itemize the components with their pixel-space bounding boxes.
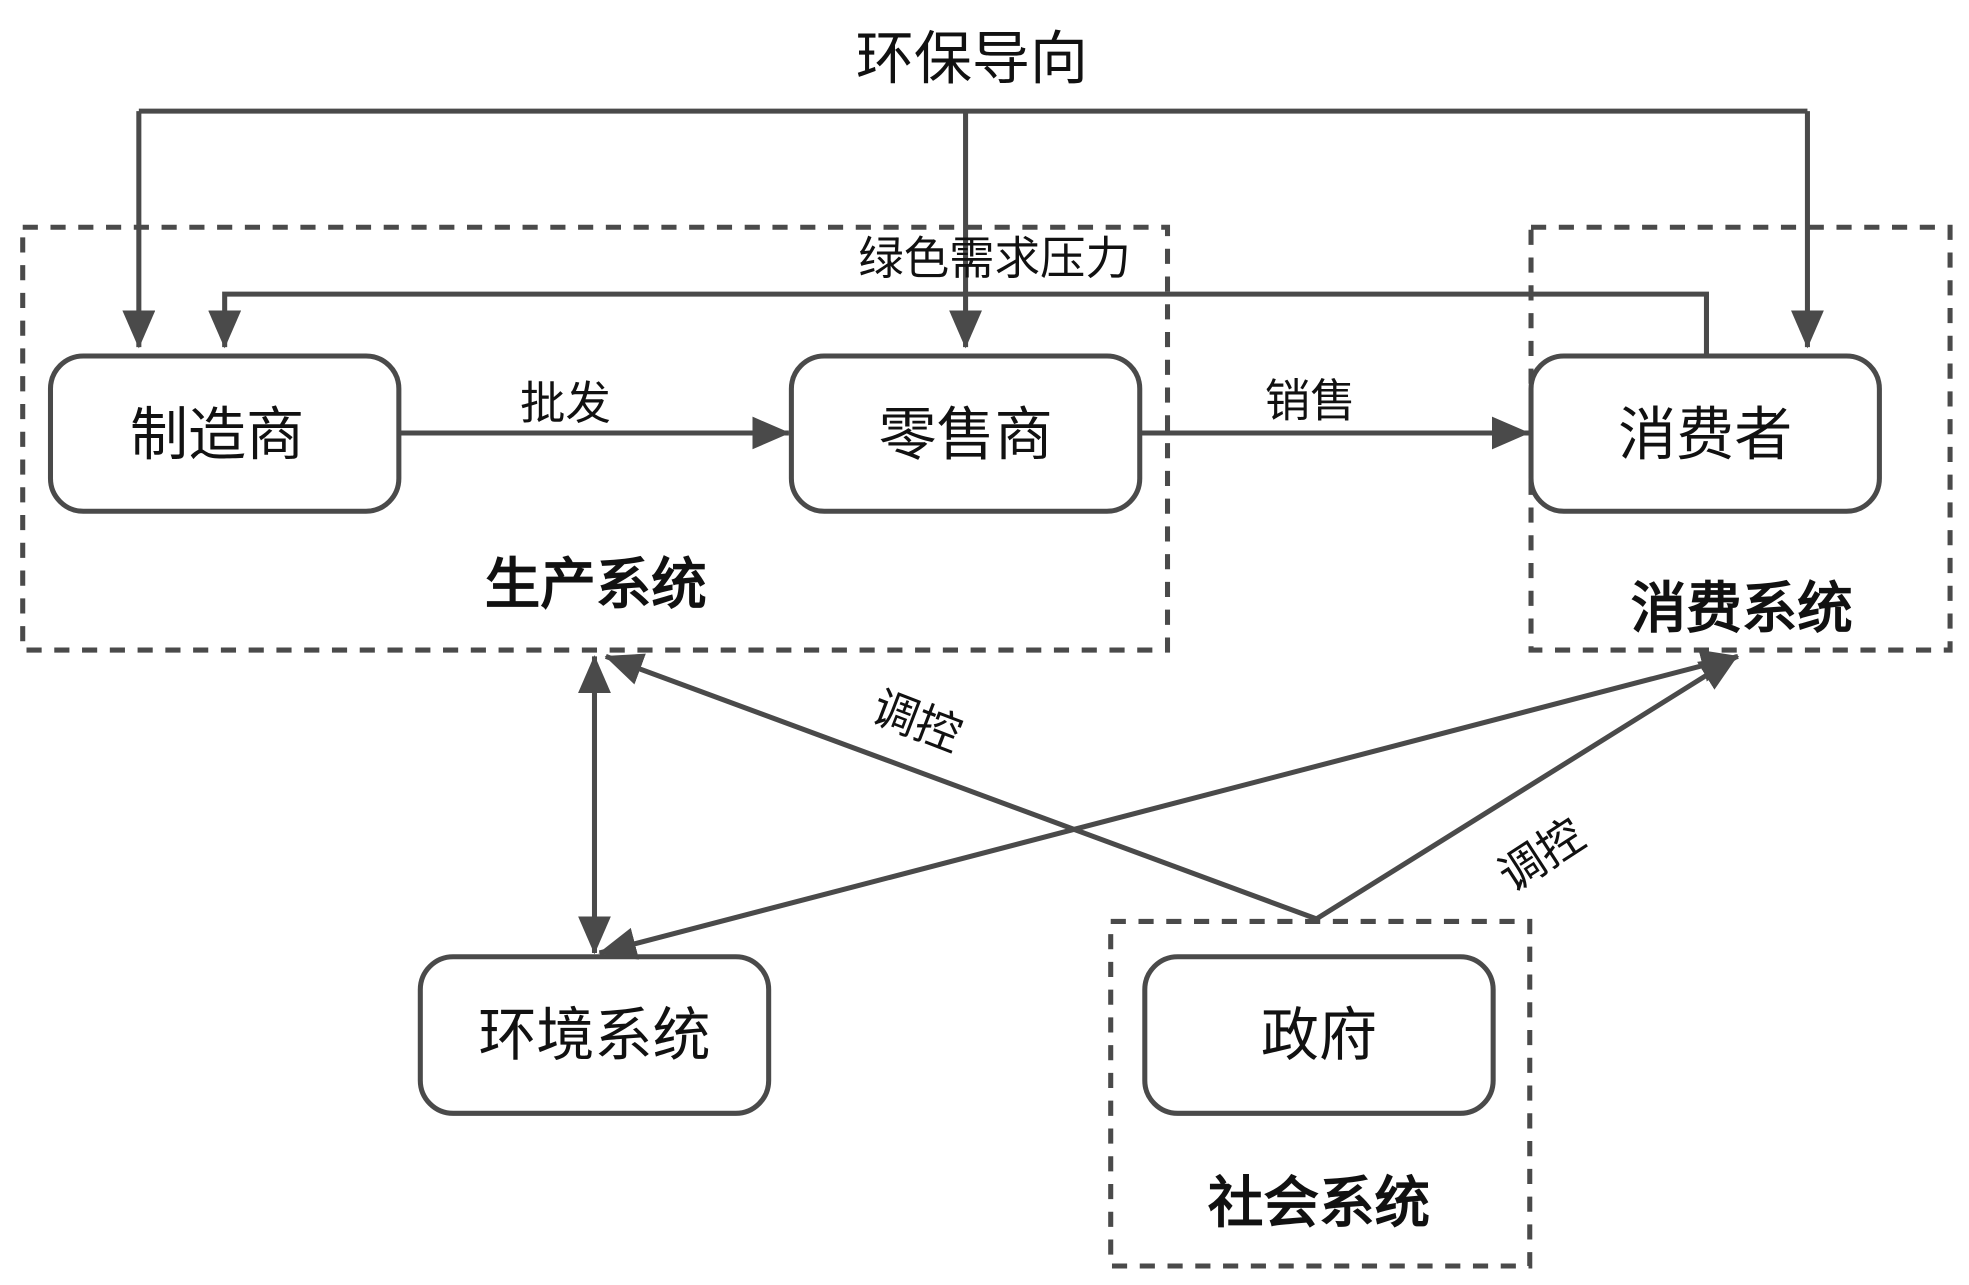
wholesale-label: 批发 — [520, 377, 611, 430]
node-manufacturer[interactable]: 制造商 — [47, 353, 402, 514]
social-system-label: 社会系统 — [1208, 1171, 1430, 1236]
edge-gov-consumption[interactable] — [1315, 654, 1739, 922]
retailer-label: 零售商 — [878, 400, 1052, 468]
production-system-group — [20, 224, 1171, 653]
environment-label: 环境系统 — [478, 1001, 710, 1069]
node-environment[interactable]: 环境系统 — [417, 954, 772, 1116]
edge-gov-production[interactable] — [604, 653, 1318, 922]
manufacturer-label: 制造商 — [130, 400, 304, 468]
env-orientation-title: 环保导向 — [856, 24, 1088, 92]
regulate-consumption-label: 调控 — [1489, 808, 1594, 902]
edge-consumption-environment[interactable] — [598, 649, 1740, 960]
regulate-production-label: 调控 — [865, 680, 969, 762]
node-government[interactable]: 政府 — [1142, 954, 1496, 1116]
green-demand-label: 绿色需求压力 — [858, 232, 1131, 285]
government-label: 政府 — [1261, 1001, 1377, 1069]
node-retailer[interactable]: 零售商 — [788, 353, 1143, 514]
edge-green-demand[interactable] — [208, 291, 1709, 356]
consumption-system-label: 消费系统 — [1631, 576, 1853, 641]
node-consumer[interactable]: 消费者 — [1528, 353, 1882, 514]
consumer-label: 消费者 — [1618, 400, 1792, 468]
production-system-label: 生产系统 — [485, 552, 707, 617]
sales-label: 销售 — [1265, 375, 1356, 428]
